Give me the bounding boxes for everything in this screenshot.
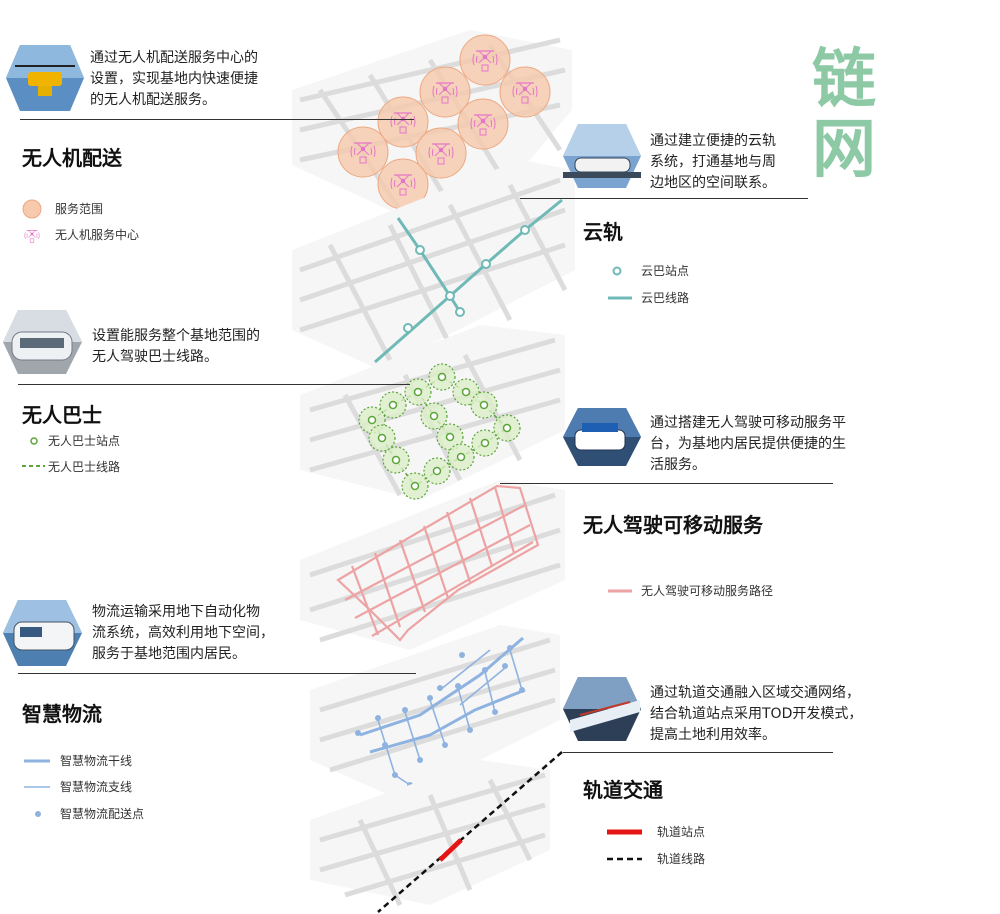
layer-bus-map bbox=[300, 325, 565, 500]
cloud-rail-stations bbox=[403, 225, 530, 333]
logistics-trunk-lines bbox=[359, 636, 526, 754]
logistics-legend-trunk-label: 智慧物流干线 bbox=[60, 754, 133, 768]
cloud-rail-description: 通过建立便捷的云轨 系统，打通基地与周 边地区的空间联系。 bbox=[650, 133, 776, 191]
mobile-divider bbox=[500, 483, 833, 484]
rail-description: 通过轨道交通融入区域交通网络， 结合轨道站点采用TOD开发模式， 提高土地利用效… bbox=[650, 685, 863, 743]
drone-service-ranges bbox=[337, 34, 551, 210]
rail-station bbox=[438, 838, 463, 862]
bus-photo-icon bbox=[3, 310, 82, 374]
layer-cloud-rail-map bbox=[292, 160, 575, 370]
logistics-van-photo-icon bbox=[3, 600, 82, 666]
bus-description: 设置能服务整个基地范围的 无人驾驶巴士线路。 bbox=[92, 328, 260, 365]
rail-title: 轨道交通 bbox=[583, 778, 663, 802]
cloud-rail-title: 云轨 bbox=[583, 220, 623, 244]
drone-legend-center-label: 无人机服务中心 bbox=[55, 228, 140, 242]
drone-divider bbox=[20, 119, 414, 120]
logistics-description: 物流运输采用地下自动化物 流系统，高效利用地下空间， 服务于基地范围内居民。 bbox=[92, 604, 274, 662]
logistics-divider bbox=[18, 673, 416, 674]
logistics-title: 智慧物流 bbox=[22, 702, 102, 726]
logistics-legend-branch-label: 智慧物流支线 bbox=[60, 780, 133, 794]
bus-legend-line-label: 无人巴士线路 bbox=[48, 460, 121, 474]
rail-legend-station-label: 轨道站点 bbox=[657, 825, 706, 839]
main-title: 链 网 bbox=[812, 45, 876, 185]
rail-legend-line-label: 轨道线路 bbox=[657, 852, 706, 866]
car-photo-icon bbox=[563, 408, 641, 466]
layer-mobile-map bbox=[300, 480, 565, 650]
drone-title: 无人机配送 bbox=[22, 146, 122, 170]
rail-line bbox=[377, 751, 563, 913]
cloud-rail-legend-station-label: 云巴站点 bbox=[641, 264, 690, 278]
bus-divider bbox=[18, 384, 410, 385]
layer-rail-map bbox=[310, 751, 563, 913]
monorail-photo-icon bbox=[563, 124, 641, 188]
legend-symbols bbox=[22, 199, 642, 861]
logistics-branch-lines bbox=[377, 649, 523, 786]
mobile-title: 无人驾驶可移动服务 bbox=[583, 513, 763, 537]
main-title-char-1: 链 bbox=[812, 42, 876, 117]
drone-description: 通过无人机配送服务中心的 设置，实现基地内快速便捷 的无人机配送服务。 bbox=[90, 50, 258, 108]
bus-legend-station-label: 无人巴士站点 bbox=[48, 434, 121, 448]
mobile-service-routes bbox=[336, 484, 540, 642]
rail-divider bbox=[563, 752, 833, 753]
main-title-char-2: 网 bbox=[812, 112, 876, 187]
bus-title: 无人巴士 bbox=[22, 403, 102, 427]
cloud-rail-legend-line-label: 云巴线路 bbox=[641, 291, 690, 305]
drone-photo-icon bbox=[6, 45, 84, 111]
mobile-legend-route-label: 无人驾驶可移动服务路径 bbox=[641, 584, 774, 598]
cloud-rail-divider bbox=[520, 198, 808, 199]
layer-drone-map bbox=[292, 30, 572, 215]
logistics-legend-point-label: 智慧物流配送点 bbox=[60, 807, 145, 821]
logistics-delivery-points bbox=[355, 645, 525, 788]
layer-logistics-map bbox=[310, 625, 560, 800]
mobile-description: 通过搭建无人驾驶可移动服务平 台，为基地内居民提供便捷的生 活服务。 bbox=[650, 415, 846, 473]
train-photo-icon bbox=[563, 677, 641, 741]
drone-legend-range-label: 服务范围 bbox=[55, 202, 104, 216]
bus-stations bbox=[358, 363, 521, 500]
